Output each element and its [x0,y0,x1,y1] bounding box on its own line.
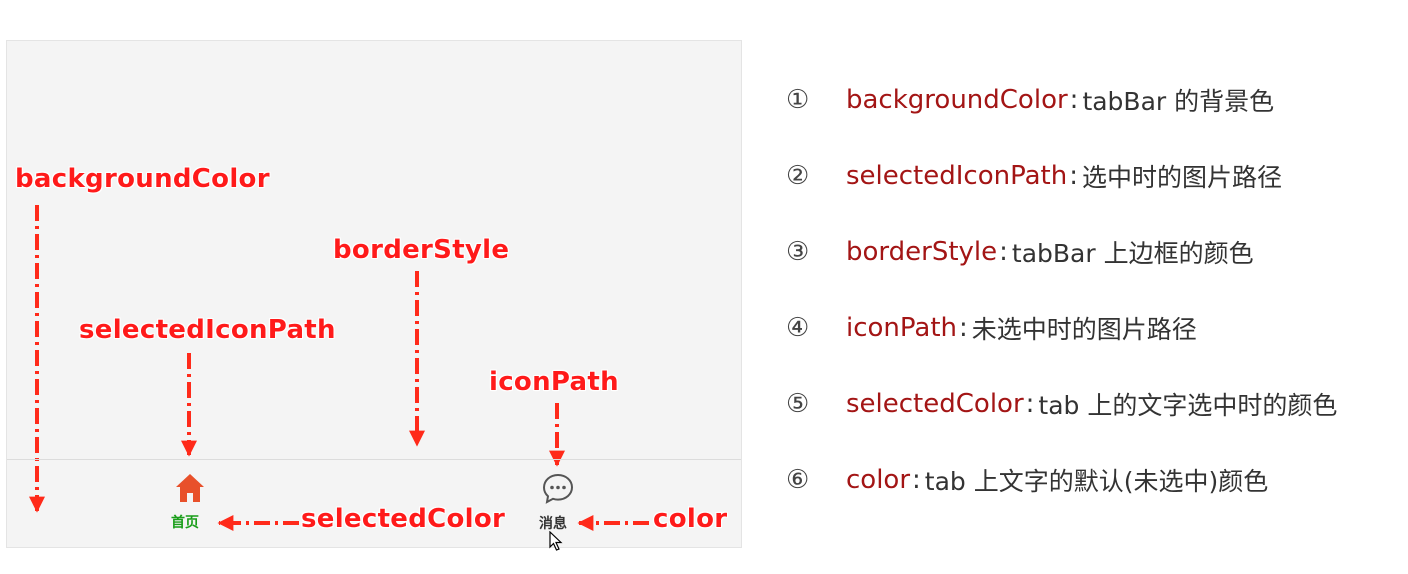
legend-row: ① backgroundColor : tabBar 的背景色 [786,62,1406,138]
label-color: color [653,504,728,534]
label-border-style: borderStyle [333,235,510,265]
legend-property: borderStyle [846,237,998,267]
legend-property: selectedColor [846,389,1024,419]
label-background-color: backgroundColor [15,164,270,194]
legend-separator: : [1069,161,1078,191]
legend-row: ⑥ color : tab 上文字的默认(未选中)颜色 [786,442,1406,518]
legend-number: ① [786,85,810,115]
legend-description: tab 上文字的默认(未选中)颜色 [924,467,1269,496]
legend-number: ⑤ [786,389,810,419]
legend-separator: : [999,237,1008,267]
tab-messages-label: 消息 [539,516,567,532]
legend-row: ④ iconPath : 未选中时的图片路径 [786,290,1406,366]
legend-description: tabBar 上边框的颜色 [1011,239,1254,268]
arrows-layer [29,205,649,531]
tab-home-label: 首页 [171,515,199,531]
tabbar-top-border [7,459,741,460]
legend-row: ③ borderStyle : tabBar 上边框的颜色 [786,214,1406,290]
property-legend: ① backgroundColor : tabBar 的背景色 ② select… [786,62,1406,518]
chat-bubble-icon [542,473,574,504]
legend-description: tab 上的文字选中时的颜色 [1038,391,1338,420]
legend-property: selectedIconPath [846,161,1068,191]
legend-description: 选中时的图片路径 [1081,163,1282,192]
label-selected-icon-path: selectedIconPath [79,315,336,345]
legend-number: ② [786,161,810,191]
legend-separator: : [959,313,968,343]
legend-row: ⑤ selectedColor : tab 上的文字选中时的颜色 [786,366,1406,442]
legend-separator: : [1069,85,1079,115]
legend-property: iconPath [846,313,958,343]
legend-property: backgroundColor [846,85,1068,115]
legend-number: ④ [786,313,810,343]
legend-number: ③ [786,237,810,267]
legend-separator: : [912,465,921,495]
tabbar-diagram: backgroundColor borderStyle selectedIcon… [6,40,742,551]
legend-description: tabBar 的背景色 [1082,87,1275,116]
home-icon [176,474,204,502]
legend-separator: : [1025,389,1035,419]
legend-number: ⑥ [786,465,810,495]
legend-row: ② selectedIconPath : 选中时的图片路径 [786,138,1406,214]
label-icon-path: iconPath [489,367,619,397]
label-selected-color: selectedColor [301,504,506,534]
legend-property: color [846,465,911,495]
legend-description: 未选中时的图片路径 [971,315,1197,344]
mouse-cursor-icon [549,531,563,551]
